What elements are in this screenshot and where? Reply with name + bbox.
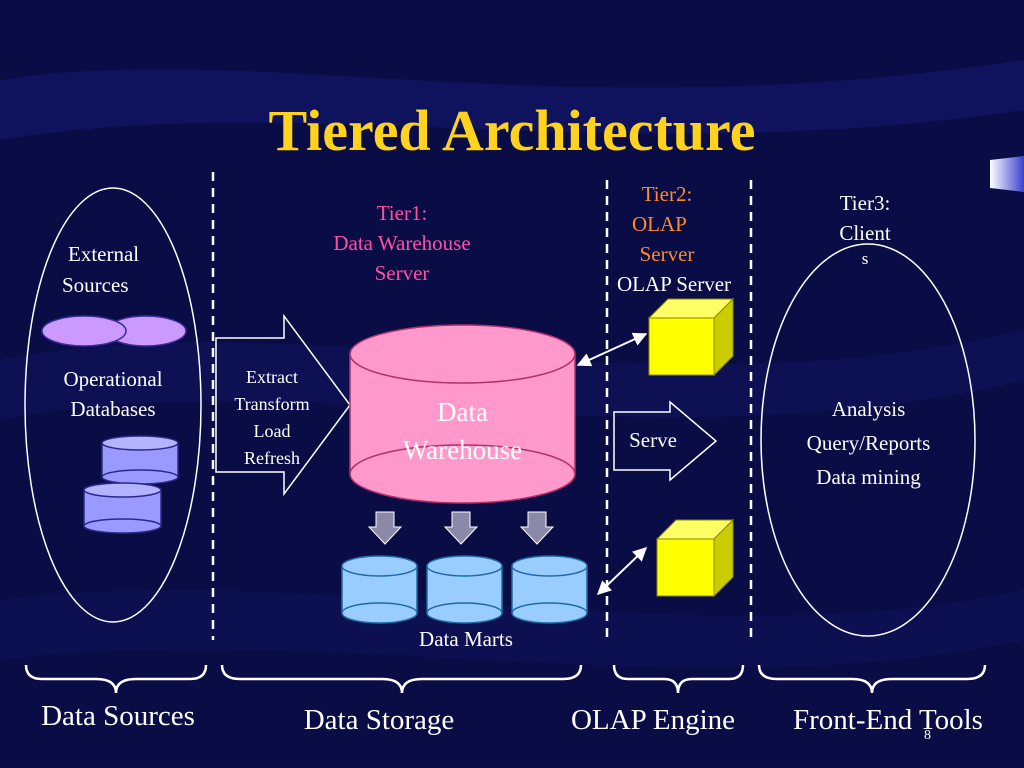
client-tools-line3: Data mining bbox=[816, 465, 921, 489]
tier2-label: Tier2: OLAP Server bbox=[622, 179, 712, 269]
etl-line3: Load bbox=[253, 421, 291, 441]
olap-cube-top bbox=[647, 297, 735, 377]
tier3-line1: Tier3: bbox=[839, 191, 891, 215]
brace-data-storage bbox=[220, 664, 583, 694]
edge-tab bbox=[990, 156, 1024, 192]
operational-databases-line1: Operational bbox=[63, 367, 163, 391]
brace-front-end-tools bbox=[757, 664, 987, 694]
external-sources-line1: External bbox=[68, 242, 140, 266]
etl-line4: Refresh bbox=[244, 448, 300, 468]
front-end-ellipse bbox=[760, 243, 976, 637]
down-arrow-2 bbox=[443, 511, 479, 545]
etl-line2: Transform bbox=[234, 394, 310, 414]
section-data-sources: Data Sources bbox=[41, 700, 195, 732]
down-arrow-3 bbox=[519, 511, 555, 545]
tier3-label: Tier3: Client s bbox=[815, 188, 915, 270]
operational-databases-label: Operational Databases bbox=[43, 364, 183, 424]
down-arrow-1 bbox=[367, 511, 403, 545]
page-number: 8 bbox=[924, 728, 931, 743]
data-mart-cylinder-1 bbox=[341, 555, 418, 624]
external-sources-line2: Sources bbox=[62, 273, 129, 297]
tier1-line1: Tier1: bbox=[376, 201, 428, 225]
tier3-line3: s bbox=[861, 249, 869, 268]
tier1-line2: Data Warehouse bbox=[333, 231, 471, 255]
tier2-line3: Server bbox=[639, 242, 695, 266]
olap-cube-bottom bbox=[655, 518, 735, 598]
tier2-olap-server-label: OLAP Server bbox=[616, 272, 732, 296]
client-tools-line2: Query/Reports bbox=[806, 431, 931, 455]
wave-top bbox=[0, 60, 1024, 140]
etl-line1: Extract bbox=[246, 367, 298, 387]
brace-olap-engine bbox=[612, 664, 745, 694]
double-arrow-marts-olap bbox=[596, 547, 648, 595]
data-mart-cylinder-3 bbox=[511, 555, 588, 624]
tier1-line3: Server bbox=[374, 261, 430, 285]
operational-databases-line2: Databases bbox=[70, 397, 156, 421]
client-tools-label: Analysis Query/Reports Data mining bbox=[771, 392, 966, 494]
section-olap-engine: OLAP Engine bbox=[570, 704, 736, 736]
operational-db-cylinder-1 bbox=[101, 435, 179, 485]
etl-label: Extract Transform Load Refresh bbox=[218, 364, 326, 472]
data-warehouse-line1: Data bbox=[437, 397, 488, 427]
tier3-line2: Client bbox=[839, 221, 891, 245]
tier2-line1: Tier2: bbox=[641, 182, 693, 206]
serve-label: Serve bbox=[629, 428, 677, 452]
data-sources-ellipse bbox=[24, 187, 202, 623]
client-tools-line1: Analysis bbox=[831, 397, 906, 421]
slide-title: Tiered Architecture bbox=[268, 98, 756, 163]
brace-data-sources bbox=[24, 664, 208, 694]
data-marts-label: Data Marts bbox=[419, 627, 513, 651]
section-front-end-tools: Front-End Tools bbox=[793, 704, 983, 736]
data-warehouse-label: Data Warehouse bbox=[352, 394, 573, 470]
etl-arrow bbox=[215, 313, 351, 497]
external-source-disc-1 bbox=[41, 315, 127, 347]
wave-bottom bbox=[0, 590, 1024, 668]
double-arrow-warehouse-olap bbox=[576, 332, 648, 367]
serve-arrow bbox=[613, 400, 718, 482]
tier2-line2: OLAP bbox=[632, 212, 687, 236]
data-warehouse-cylinder bbox=[349, 324, 576, 504]
data-warehouse-line2: Warehouse bbox=[402, 434, 523, 465]
data-mart-cylinder-2 bbox=[426, 555, 503, 624]
external-sources-label: External Sources bbox=[46, 239, 176, 301]
operational-db-cylinder-2 bbox=[83, 482, 162, 534]
tier1-label: Tier1: Data Warehouse Server bbox=[302, 198, 502, 288]
section-data-storage: Data Storage bbox=[303, 704, 455, 736]
